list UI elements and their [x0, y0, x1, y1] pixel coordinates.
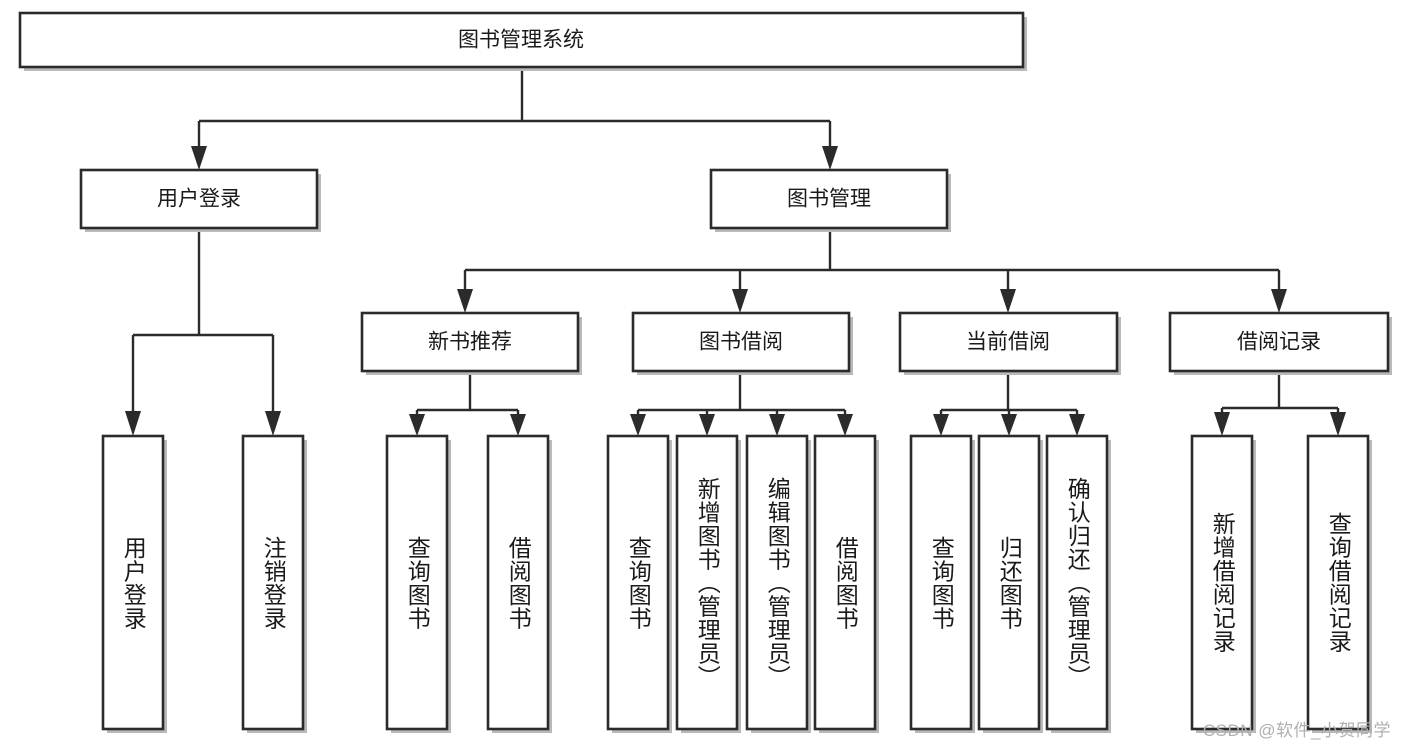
arrow-to-leaf-query-book-3: [933, 414, 949, 436]
node-root-label: 图书管理系统: [458, 29, 584, 52]
node-current-borrow[interactable]: 当前借阅: [898, 311, 1121, 375]
arrow-to-leaf-query-book-2: [630, 414, 646, 436]
node-leaf-user-login-rect[interactable]: [101, 434, 165, 731]
node-leaf-borrow-book-2-rect[interactable]: [813, 434, 877, 731]
node-leaf-query-book-3-rect[interactable]: [909, 434, 973, 731]
arrow-to-leaf-user-logout: [265, 411, 281, 436]
node-book-borrow[interactable]: 图书借阅: [631, 311, 853, 375]
node-leaf-add-book-rect[interactable]: [675, 434, 739, 731]
node-book-borrow-label: 图书借阅: [699, 331, 783, 354]
node-book-borrow-rect[interactable]: [631, 311, 851, 373]
arrow-to-leaf-confirm-return: [1069, 414, 1085, 436]
node-user-login-rect[interactable]: [79, 168, 319, 230]
node-borrow-record-rect[interactable]: [1168, 311, 1390, 373]
node-leaf-return-book[interactable]: [977, 434, 1043, 733]
connectors-current-borrow-to-leaves: [933, 375, 1085, 436]
node-leaf-query-book-1-rect[interactable]: [385, 434, 449, 731]
node-user-login[interactable]: 用户登录: [79, 168, 321, 232]
arrow-to-current-borrow: [1000, 289, 1016, 313]
arrow-to-book-manage: [822, 146, 838, 170]
node-leaf-query-book-2[interactable]: [606, 434, 672, 733]
connectors-new-book-recommend-to-leaves: [409, 375, 526, 436]
arrow-to-leaf-add-book: [699, 414, 715, 436]
arrow-to-leaf-borrow-book-1: [510, 414, 526, 436]
watermark-text: CSDN @软件_小贺同学: [1202, 721, 1391, 740]
node-leaf-user-login[interactable]: [101, 434, 167, 733]
connectors-user-login-to-leaves: [125, 232, 281, 436]
node-leaf-edit-book[interactable]: [745, 434, 811, 733]
node-book-manage-label: 图书管理: [787, 188, 871, 211]
arrow-to-leaf-add-record: [1214, 412, 1230, 436]
arrow-to-leaf-return-book: [1001, 414, 1017, 436]
connectors-book-borrow-to-leaves: [630, 375, 853, 436]
node-new-book-recommend-label: 新书推荐: [428, 331, 512, 354]
node-root[interactable]: 图书管理系统: [18, 11, 1027, 71]
node-leaf-confirm-return[interactable]: [1045, 434, 1111, 733]
node-current-borrow-label: 当前借阅: [966, 331, 1050, 354]
node-leaf-borrow-book-1-rect[interactable]: [486, 434, 550, 731]
node-leaf-user-logout-rect[interactable]: [241, 434, 305, 731]
connectors-book-manage-to-level3: [457, 232, 1287, 313]
node-new-book-recommend-rect[interactable]: [360, 311, 580, 373]
node-current-borrow-rect[interactable]: [898, 311, 1119, 373]
arrow-to-user-login: [191, 146, 207, 170]
arrow-to-leaf-user-login: [125, 411, 141, 436]
node-leaf-add-record-rect[interactable]: [1190, 434, 1254, 731]
node-leaf-return-book-rect[interactable]: [977, 434, 1041, 731]
node-book-manage-rect[interactable]: [709, 168, 949, 230]
arrow-to-leaf-borrow-book-2: [837, 414, 853, 436]
node-leaf-query-book-3[interactable]: [909, 434, 975, 733]
node-leaf-query-book-2-rect[interactable]: [606, 434, 670, 731]
node-new-book-recommend[interactable]: 新书推荐: [360, 311, 582, 375]
node-leaf-query-record[interactable]: [1306, 434, 1372, 733]
connectors-root-to-level2: [191, 67, 838, 170]
arrow-to-leaf-query-record: [1330, 412, 1346, 436]
node-book-manage[interactable]: 图书管理: [709, 168, 951, 232]
node-leaf-query-book-1[interactable]: [385, 434, 451, 733]
node-leaf-user-logout[interactable]: [241, 434, 307, 733]
arrow-to-leaf-edit-book: [769, 414, 785, 436]
node-borrow-record[interactable]: 借阅记录: [1168, 311, 1392, 375]
arrow-to-book-borrow: [732, 289, 748, 313]
node-leaf-confirm-return-rect[interactable]: [1045, 434, 1109, 731]
node-leaf-add-record[interactable]: [1190, 434, 1256, 733]
node-user-login-label: 用户登录: [157, 188, 241, 211]
node-leaf-add-book[interactable]: [675, 434, 741, 733]
node-leaf-query-record-rect[interactable]: [1306, 434, 1370, 731]
node-borrow-record-label: 借阅记录: [1237, 331, 1321, 354]
connectors-borrow-record-to-leaves: [1214, 375, 1346, 436]
node-root-rect[interactable]: [18, 11, 1025, 69]
arrow-to-new-book-recommend: [457, 289, 473, 313]
node-leaf-borrow-book-2[interactable]: [813, 434, 879, 733]
arrow-to-borrow-record: [1271, 289, 1287, 313]
arrow-to-leaf-query-book-1: [409, 414, 425, 436]
node-leaf-borrow-book-1[interactable]: [486, 434, 552, 733]
node-leaf-edit-book-rect[interactable]: [745, 434, 809, 731]
